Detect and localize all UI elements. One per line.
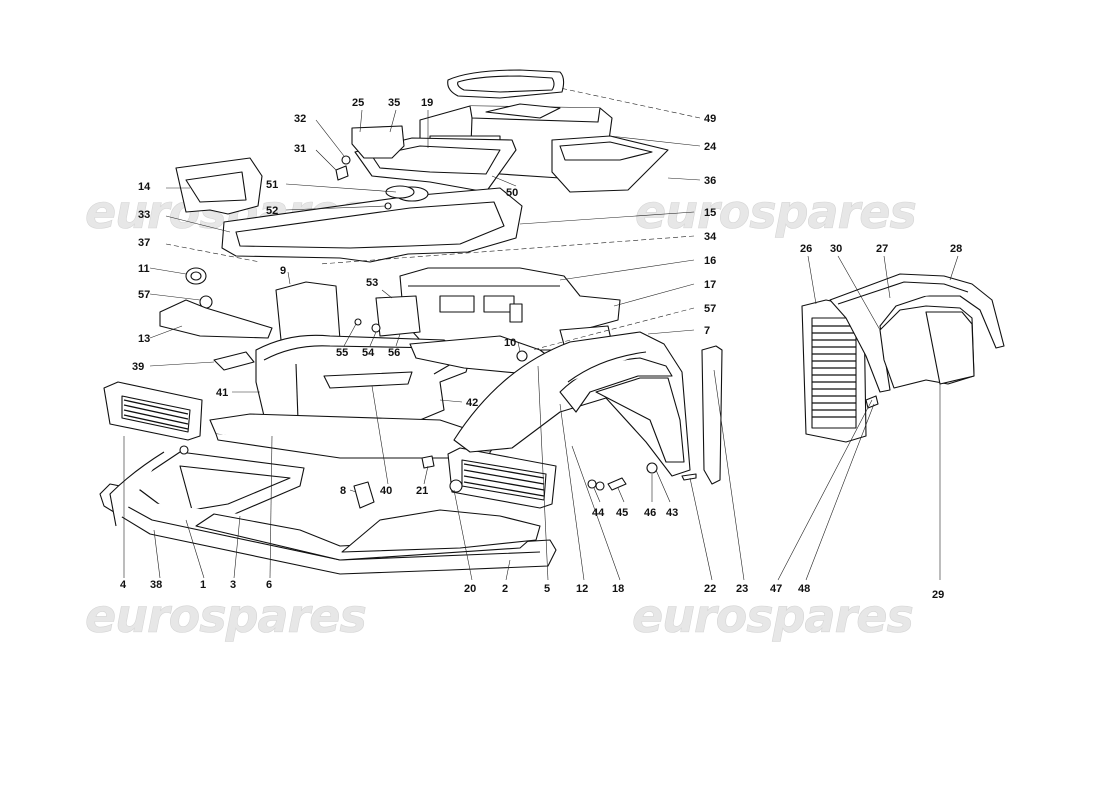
callout-57-left: 57: [138, 289, 150, 301]
part-35-small-box: [351, 125, 405, 159]
part-4-vent-grille: [103, 381, 203, 441]
callout-numbers: 25 35 19 32 31 51 52 14 33 37 50 49 24 3…: [120, 97, 962, 601]
part-39-plate: [213, 351, 255, 371]
callout-6: 6: [266, 579, 272, 591]
callout-2: 2: [502, 583, 508, 595]
part-13-plate: [159, 299, 273, 339]
callout-5: 5: [544, 583, 550, 595]
part-16-bulkhead: [399, 267, 621, 353]
callout-50: 50: [506, 187, 518, 199]
callout-17: 17: [704, 279, 716, 291]
callout-49: 49: [704, 113, 716, 125]
callout-10: 10: [504, 337, 516, 349]
part-49-gasket: [447, 69, 565, 99]
part-21-clip: [421, 455, 435, 469]
callout-37: 37: [138, 237, 150, 249]
callout-48: 48: [798, 583, 810, 595]
part-8-block: [353, 481, 375, 509]
callout-42: 42: [466, 397, 478, 409]
watermarks: eurospares eurospares eurospares eurospa…: [85, 185, 917, 644]
callout-33: 33: [138, 209, 150, 221]
callout-53: 53: [366, 277, 378, 289]
callout-35: 35: [388, 97, 400, 109]
callout-26: 26: [800, 243, 812, 255]
callout-11: 11: [138, 263, 150, 275]
part-38-rod: [109, 451, 165, 527]
callout-45: 45: [616, 507, 628, 519]
callout-38: 38: [150, 579, 162, 591]
callout-15: 15: [704, 207, 716, 219]
callout-29: 29: [932, 589, 944, 601]
part-23-strip: [701, 345, 723, 485]
callout-20: 20: [464, 583, 476, 595]
callout-34: 34: [704, 231, 717, 243]
callout-1: 1: [200, 579, 206, 591]
callout-40: 40: [380, 485, 392, 497]
callout-44: 44: [592, 507, 605, 519]
callout-36: 36: [704, 175, 716, 187]
part-7-wheel-arch: [453, 331, 691, 477]
callout-51: 51: [266, 179, 278, 191]
watermark-top-right: eurospares: [635, 185, 916, 239]
callout-28: 28: [950, 243, 962, 255]
callout-14: 14: [138, 181, 151, 193]
part-small-hardware: [335, 155, 415, 333]
callout-57-right: 57: [704, 303, 716, 315]
callout-46: 46: [644, 507, 656, 519]
callout-30: 30: [830, 243, 842, 255]
callout-47: 47: [770, 583, 782, 595]
callout-3: 3: [230, 579, 236, 591]
parts: [99, 69, 1005, 575]
callout-24: 24: [704, 141, 717, 153]
callout-54: 54: [362, 347, 375, 359]
callout-8: 8: [340, 485, 346, 497]
part-26-radiator: [801, 299, 867, 443]
callout-32: 32: [294, 113, 306, 125]
callout-25: 25: [352, 97, 364, 109]
part-47-bolt: [865, 395, 879, 409]
callout-12: 12: [576, 583, 588, 595]
callout-9: 9: [280, 265, 286, 277]
callout-52: 52: [266, 205, 278, 217]
callout-19: 19: [421, 97, 433, 109]
part-36-tray: [551, 135, 669, 193]
callout-23: 23: [736, 583, 748, 595]
part-2-bottom-tray: [99, 483, 557, 575]
callout-13: 13: [138, 333, 150, 345]
part-28-rear-arch: [829, 273, 1005, 393]
callout-39: 39: [132, 361, 144, 373]
leader-lines: [123, 87, 959, 581]
callout-56: 56: [388, 347, 400, 359]
watermark-bottom-right: eurospares: [632, 589, 913, 643]
callout-21: 21: [416, 485, 428, 497]
callout-41: 41: [216, 387, 228, 399]
callout-4: 4: [120, 579, 127, 591]
callout-7: 7: [704, 325, 710, 337]
callout-43: 43: [666, 507, 678, 519]
part-11-grommet: [185, 267, 207, 285]
watermark-bottom-left: eurospares: [85, 589, 366, 643]
callout-18: 18: [612, 583, 624, 595]
callout-16: 16: [704, 255, 716, 267]
callout-31: 31: [294, 143, 306, 155]
callout-22: 22: [704, 583, 716, 595]
callout-27: 27: [876, 243, 888, 255]
part-fasteners: [587, 462, 697, 491]
part-20-grille: [447, 447, 557, 509]
callout-55: 55: [336, 347, 348, 359]
part-53-pad: [375, 295, 421, 337]
